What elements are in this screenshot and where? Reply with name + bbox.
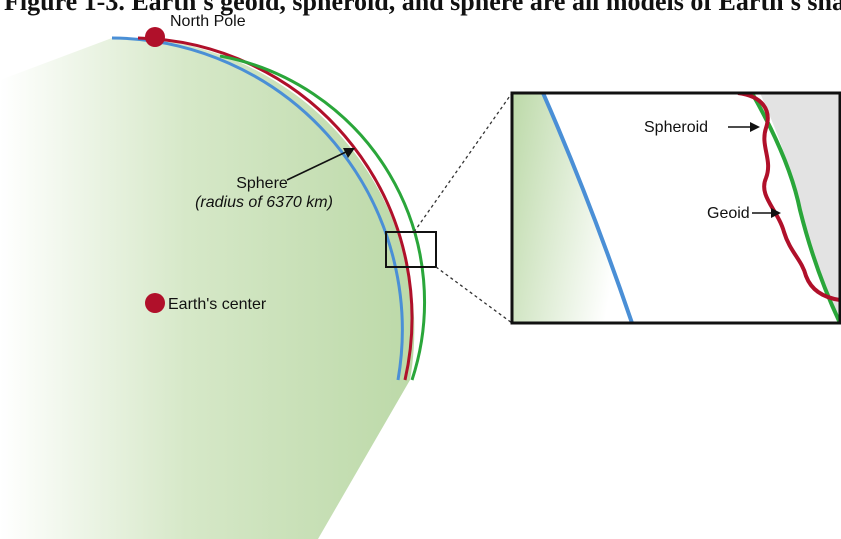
zoom-connector-bottom xyxy=(435,266,513,324)
figure-caption: Figure 1-3. Earth's geoid, spheroid, and… xyxy=(4,0,841,16)
zoom-inset xyxy=(510,91,841,325)
spheroid-label: Spheroid xyxy=(644,119,708,136)
spheroid-line xyxy=(219,54,427,381)
geoid-label: Geoid xyxy=(707,205,750,222)
magnifier-box xyxy=(385,231,437,268)
sphere-arrow-line xyxy=(286,150,349,181)
inset-earth-area xyxy=(512,93,632,323)
north-pole-marker xyxy=(145,27,165,47)
sphere-arrow-head xyxy=(343,148,355,158)
earth-body xyxy=(0,37,415,539)
inset-spheroid-line xyxy=(750,93,840,323)
earth-center-label: Earth's center xyxy=(168,296,267,313)
geoid-line xyxy=(137,36,414,381)
geoid-arrow-head xyxy=(771,208,781,218)
sphere-label: Sphere xyxy=(236,175,288,192)
spheroid-arrow-head xyxy=(750,122,760,132)
sphere-line xyxy=(111,36,404,381)
north-pole-label: North Pole xyxy=(170,13,246,30)
sphere-radius-label: (radius of 6370 km) xyxy=(195,194,333,211)
inset-sphere-line xyxy=(541,93,634,323)
inset-geoid-line xyxy=(737,93,840,302)
earth-center-marker xyxy=(145,293,165,313)
zoom-connector-top xyxy=(413,92,513,233)
